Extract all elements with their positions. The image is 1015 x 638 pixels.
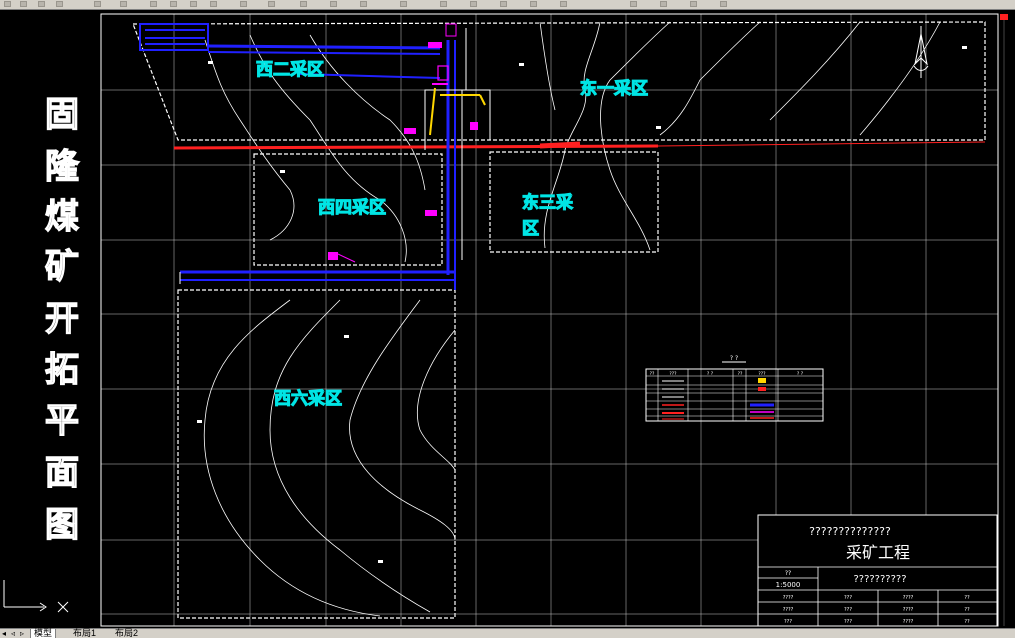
title-block-header: ?????????????? bbox=[809, 525, 891, 538]
title-block-drawing-name: ?????????? bbox=[853, 574, 906, 585]
zone-label-east3: 东三采 bbox=[522, 192, 573, 213]
toolbar-button[interactable] bbox=[560, 1, 567, 7]
title-char: 矿 bbox=[45, 247, 79, 287]
zone-label-west6: 西六采区 bbox=[274, 388, 342, 409]
toolbar-button[interactable] bbox=[360, 1, 367, 7]
tab-model[interactable]: 模型 bbox=[30, 629, 57, 638]
toolbar-button[interactable] bbox=[440, 1, 447, 7]
toolbar bbox=[0, 0, 1015, 10]
toolbar-button[interactable] bbox=[170, 1, 177, 7]
title-block-company: 采矿工程 bbox=[846, 543, 910, 562]
title-char: 固 bbox=[45, 95, 79, 135]
title-block-cell: ???? bbox=[903, 619, 914, 625]
toolbar-button[interactable] bbox=[660, 1, 667, 7]
toolbar-button[interactable] bbox=[120, 1, 127, 7]
toolbar-button[interactable] bbox=[530, 1, 537, 7]
toolbar-button[interactable] bbox=[630, 1, 637, 7]
title-block: ?????????????? 采矿工程 ?????????? ?? 1:5000… bbox=[757, 514, 998, 627]
survey-points bbox=[197, 46, 967, 563]
title-block-cell: ???? bbox=[783, 607, 794, 613]
vertical-title: 固 隆 煤 矿 开 拓 平 面 图 bbox=[44, 94, 80, 545]
title-block-cell: ?? bbox=[964, 595, 970, 601]
toolbar-button[interactable] bbox=[190, 1, 197, 7]
toolbar-button[interactable] bbox=[400, 1, 407, 7]
zone-label-west2: 西二采区 bbox=[256, 60, 324, 80]
zone-boundaries bbox=[132, 21, 986, 619]
title-block-cell: ?? bbox=[964, 607, 970, 613]
zone-label-east1: 东一采区 bbox=[580, 78, 648, 99]
title-block-cell: ??? bbox=[784, 619, 792, 625]
drawing-frame bbox=[100, 13, 999, 627]
zone-labels: 西二采区 东一采区 西四采区 东三采 区 西六采区 bbox=[255, 59, 648, 409]
north-arrow-icon bbox=[913, 26, 929, 78]
coordinate-grid bbox=[101, 14, 998, 626]
title-char: 平 bbox=[45, 401, 79, 441]
toolbar-button[interactable] bbox=[300, 1, 307, 7]
viewport-marker bbox=[1000, 14, 1008, 20]
toolbar-button[interactable] bbox=[150, 1, 157, 7]
toolbar-button[interactable] bbox=[330, 1, 337, 7]
tab-nav-first-icon[interactable]: ◂ bbox=[1, 629, 6, 638]
title-block-cell: ???? bbox=[903, 595, 914, 601]
legend-header: ?? bbox=[738, 371, 743, 377]
title-char: 图 bbox=[45, 505, 79, 545]
legend-header: ? ? bbox=[707, 371, 714, 377]
toolbar-button[interactable] bbox=[4, 1, 11, 7]
title-block-cell: ???? bbox=[903, 607, 914, 613]
toolbar-button[interactable] bbox=[56, 1, 63, 7]
tab-layout1[interactable]: 布局1 bbox=[73, 628, 97, 638]
contour-lines bbox=[203, 21, 941, 617]
layout-tab-bar: ◂ ◃ ▹ 模型 布局1 布局2 bbox=[0, 628, 1015, 638]
toolbar-button[interactable] bbox=[240, 1, 247, 7]
title-block-cell: ??? bbox=[844, 607, 852, 613]
title-block-scale: 1:5000 bbox=[776, 581, 801, 589]
drawing-canvas[interactable]: 固 隆 煤 矿 开 拓 平 面 图 bbox=[0, 9, 1015, 628]
title-char: 开 bbox=[45, 299, 79, 339]
zone-label-west4: 西四采区 bbox=[318, 198, 386, 218]
title-char: 隆 bbox=[45, 147, 80, 187]
title-block-cell: ?? bbox=[964, 619, 970, 625]
title-block-scale-label: ?? bbox=[785, 570, 791, 577]
legend-header: ??? bbox=[758, 371, 766, 377]
toolbar-button[interactable] bbox=[470, 1, 477, 7]
legend-title: ? ? bbox=[730, 355, 738, 362]
toolbar-button[interactable] bbox=[20, 1, 27, 7]
toolbar-button[interactable] bbox=[268, 1, 275, 7]
main-haulage-road bbox=[173, 144, 659, 150]
roadways bbox=[139, 23, 986, 290]
toolbar-button[interactable] bbox=[500, 1, 507, 7]
toolbar-button[interactable] bbox=[720, 1, 727, 7]
title-block-cell: ??? bbox=[844, 595, 852, 601]
toolbar-button[interactable] bbox=[94, 1, 101, 7]
tab-nav-prev-icon[interactable]: ◃ bbox=[10, 629, 15, 638]
zone-label-east3-line2: 区 bbox=[522, 219, 539, 239]
ucs-icon bbox=[3, 580, 69, 613]
toolbar-button[interactable] bbox=[690, 1, 697, 7]
tab-nav-next-icon[interactable]: ▹ bbox=[19, 629, 24, 638]
tab-layout2[interactable]: 布局2 bbox=[115, 628, 139, 638]
title-char: 煤 bbox=[45, 197, 79, 237]
legend-table: ? ? ?? ??? ? ? ?? ??? ? ? bbox=[645, 355, 824, 422]
title-char: 拓 bbox=[45, 350, 79, 390]
legend-header: ?? bbox=[650, 371, 655, 377]
title-char: 面 bbox=[45, 453, 79, 493]
toolbar-button[interactable] bbox=[210, 1, 217, 7]
title-block-cell: ??? bbox=[844, 619, 852, 625]
toolbar-button[interactable] bbox=[38, 1, 45, 7]
legend-header: ??? bbox=[669, 371, 677, 377]
legend-header: ? ? bbox=[797, 371, 804, 377]
title-block-cell: ???? bbox=[783, 595, 794, 601]
